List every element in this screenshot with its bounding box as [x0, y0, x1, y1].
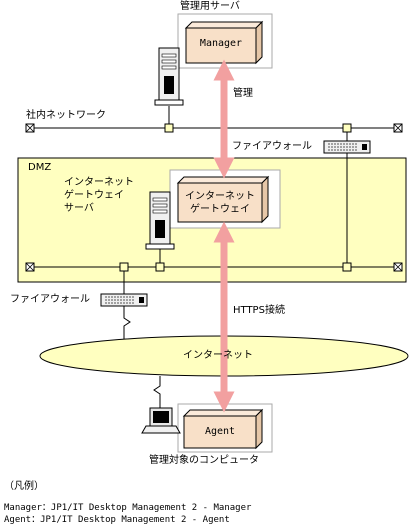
- dmz-label: DMZ: [28, 162, 52, 173]
- firewall-bottom-label: ファイアウォール: [10, 294, 90, 305]
- hub-node-icon: [119, 262, 129, 272]
- manager-server-label: 管理用サーバ: [180, 1, 240, 12]
- agent-box-label: Agent: [204, 426, 236, 437]
- agent-box: [182, 408, 264, 450]
- https-label: HTTPS接続: [233, 305, 285, 316]
- manager-box-label: Manager: [199, 38, 243, 49]
- hub-node-icon: [342, 262, 352, 272]
- internal-network-label: 社内ネットワーク: [26, 110, 106, 121]
- firewall-appliance-icon: [323, 140, 371, 154]
- firewall-appliance-icon: [100, 293, 148, 307]
- hub-node-icon: [164, 123, 174, 133]
- server-tower-icon: [145, 191, 175, 250]
- firewall-top-label: ファイアウォール: [232, 141, 312, 152]
- hub-node-icon: [155, 262, 165, 272]
- management-label: 管理: [233, 88, 253, 99]
- manager-box: [184, 20, 264, 65]
- managed-pc-label: 管理対象のコンピュータ: [149, 455, 259, 466]
- legend-title: （凡例）: [4, 481, 44, 492]
- server-tower-icon: [154, 47, 184, 106]
- gateway-box: [176, 175, 270, 224]
- internet-label: インターネット: [183, 350, 253, 361]
- legend-line-agent: Agent：JP1/IT Desktop Management 2 - Agen…: [4, 515, 230, 525]
- gateway-server-label: インターネット ゲートウェイ サーバ: [64, 177, 134, 214]
- hub-node-icon: [342, 123, 352, 133]
- legend-line-manager: Manager：JP1/IT Desktop Management 2 - Ma…: [4, 503, 252, 513]
- laptop-icon: [141, 407, 181, 434]
- gateway-box-label: インターネット ゲートウェイ: [185, 191, 255, 215]
